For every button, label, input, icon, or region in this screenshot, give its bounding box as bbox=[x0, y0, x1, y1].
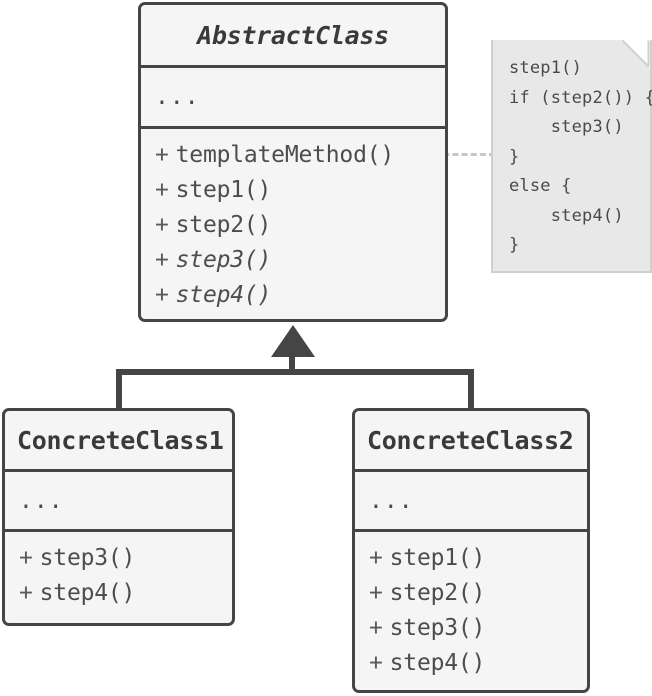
class-title-concrete-class-2: ConcreteClass2 bbox=[367, 425, 574, 455]
operation-label: step3() bbox=[175, 247, 272, 273]
class-box-abstract-class[interactable]: AbstractClass ... +templateMethod() +ste… bbox=[138, 2, 448, 322]
class-operations-concrete-class-1: +step3() +step4() bbox=[5, 529, 232, 623]
operation-label: step3() bbox=[389, 615, 486, 641]
visibility-marker: + bbox=[155, 282, 169, 308]
operation-row: +step3() bbox=[155, 243, 445, 278]
class-attributes-concrete-class-2: ... bbox=[355, 469, 587, 529]
class-attributes-abstract-class: ... bbox=[141, 65, 445, 126]
operation-row: +step4() bbox=[19, 576, 232, 611]
note-line: else { bbox=[509, 176, 572, 196]
generalization-branch-left bbox=[116, 369, 122, 411]
operation-label: templateMethod() bbox=[175, 142, 395, 168]
visibility-marker: + bbox=[369, 615, 383, 641]
operation-row: +step1() bbox=[155, 173, 445, 208]
operation-row: +step3() bbox=[369, 611, 587, 646]
operation-label: step2() bbox=[389, 580, 486, 606]
operation-row: +step2() bbox=[155, 208, 445, 243]
operation-row: +step2() bbox=[369, 576, 587, 611]
note-link-dashed bbox=[425, 153, 495, 156]
class-box-concrete-class-2[interactable]: ConcreteClass2 ... +step1() +step2() +st… bbox=[352, 408, 590, 693]
visibility-marker: + bbox=[19, 580, 33, 606]
class-attributes-concrete-class-1: ... bbox=[5, 469, 232, 529]
visibility-marker: + bbox=[155, 142, 169, 168]
note-line: step3() bbox=[509, 117, 624, 137]
class-box-concrete-class-1[interactable]: ConcreteClass1 ... +step3() +step4() bbox=[2, 408, 235, 626]
operation-label: step4() bbox=[389, 650, 486, 676]
note-line: if (step2()) { bbox=[509, 87, 652, 108]
note-line: step1() bbox=[509, 58, 583, 78]
class-operations-concrete-class-2: +step1() +step2() +step3() +step4() bbox=[355, 529, 587, 690]
class-title-concrete-class-1: ConcreteClass1 bbox=[17, 425, 224, 455]
operation-label: step2() bbox=[175, 212, 272, 238]
generalization-branch-right bbox=[468, 369, 474, 411]
note-line: } bbox=[509, 146, 520, 167]
operation-row: +step1() bbox=[369, 541, 587, 576]
operation-row: +step3() bbox=[19, 541, 232, 576]
operation-row: +step4() bbox=[369, 646, 587, 681]
note-line: } bbox=[509, 235, 520, 255]
visibility-marker: + bbox=[155, 177, 169, 203]
visibility-marker: + bbox=[369, 545, 383, 571]
class-operations-abstract-class: +templateMethod() +step1() +step2() +ste… bbox=[141, 126, 445, 319]
note-line: step4() bbox=[509, 205, 624, 226]
operation-row: +step4() bbox=[155, 278, 445, 313]
visibility-marker: + bbox=[155, 247, 169, 273]
visibility-marker: + bbox=[19, 545, 33, 571]
class-title-abstract-class: AbstractClass bbox=[197, 20, 389, 50]
operation-label: step4() bbox=[175, 282, 272, 308]
visibility-marker: + bbox=[369, 580, 383, 606]
operation-label: step4() bbox=[39, 580, 136, 606]
generalization-arrowhead-icon bbox=[271, 325, 315, 357]
visibility-marker: + bbox=[369, 650, 383, 676]
operation-row: +templateMethod() bbox=[155, 138, 445, 173]
note-fold-corner-icon bbox=[622, 40, 650, 68]
note-template-method: step1() if (step2()) { step3() } else { … bbox=[491, 40, 652, 273]
visibility-marker: + bbox=[155, 212, 169, 238]
operation-label: step1() bbox=[389, 545, 486, 571]
generalization-stem bbox=[289, 354, 295, 374]
note-body: step1() if (step2()) { step3() } else { … bbox=[493, 40, 652, 273]
generalization-horizontal-bar bbox=[116, 369, 474, 375]
operation-label: step1() bbox=[175, 177, 272, 203]
operation-label: step3() bbox=[39, 545, 136, 571]
